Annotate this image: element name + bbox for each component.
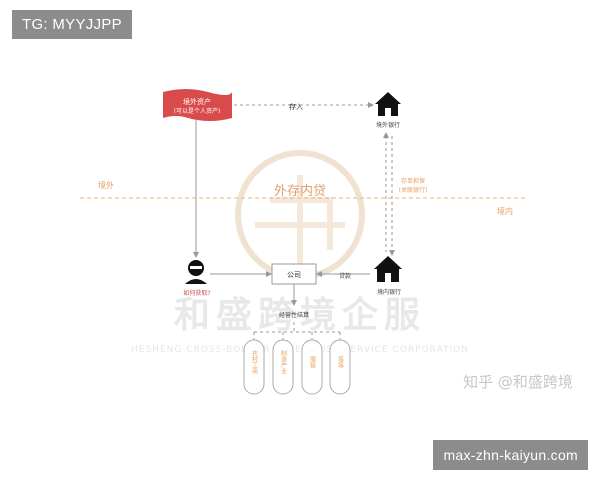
output-label-2: 制造产业: [280, 349, 287, 374]
overseas-bank-label: 境外银行: [376, 121, 400, 129]
operating-result-label: 经营性结算: [279, 311, 309, 319]
overseas-asset-flag: 境外资产 (可以是个人资产): [163, 89, 232, 121]
pledge-label-line2: (关联银行): [399, 186, 428, 194]
pledge-label-line1: 存单担保: [401, 177, 425, 185]
flag-text-line2: (可以是个人资产): [174, 107, 221, 115]
domestic-bank-label: 境内银行: [377, 288, 401, 296]
person-icon: [185, 260, 207, 284]
watermark-logo: [235, 150, 365, 280]
overseas-bank-icon: [375, 92, 401, 116]
center-title: 外存内贷: [274, 183, 326, 199]
watermark-label-top: TG: MYYJJPP: [12, 10, 132, 39]
output-label-4: 等等: [337, 355, 344, 368]
output-label-1: 农村工商: [251, 349, 258, 375]
output-item-1: 农村工商: [243, 339, 265, 395]
output-item-2: 制造产业: [272, 339, 294, 395]
watermark-label-bottom: max-zhn-kaiyun.com: [433, 440, 588, 470]
output-label-3: 服装: [309, 356, 316, 369]
company-label: 公司: [287, 271, 301, 279]
loan-label: 贷款: [339, 272, 351, 280]
watermark-brand-en: HESHENG CROSS-BORDER ENTERPRISE SERVICE …: [131, 345, 469, 355]
region-outside-label: 境外: [98, 180, 114, 190]
domestic-bank-icon: [374, 256, 402, 282]
deposit-label: 存入: [289, 102, 303, 111]
flag-text-line1: 境外资产: [183, 97, 211, 106]
watermark-credit: 知乎 @和盛跨境: [463, 373, 573, 391]
region-inside-label: 境内: [497, 206, 513, 216]
output-item-3: 服装: [301, 339, 323, 395]
question-label: 如何获取?: [183, 289, 210, 297]
watermark-brand: 和盛跨境企服: [174, 294, 426, 336]
output-item-4: 等等: [329, 339, 351, 395]
